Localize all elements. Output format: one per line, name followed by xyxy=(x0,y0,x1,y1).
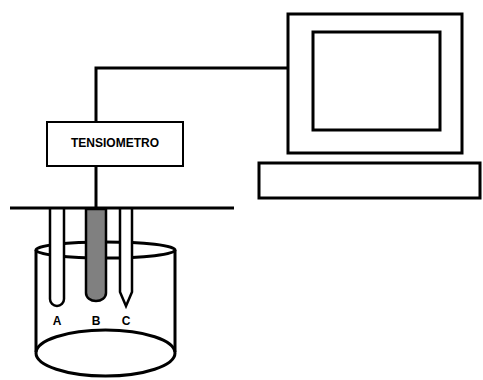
electrode xyxy=(86,209,106,301)
monitor xyxy=(288,14,462,153)
electrode-label: B xyxy=(92,315,101,328)
instrument-box: TENSIOMETRO xyxy=(46,121,184,167)
keyboard xyxy=(259,163,480,198)
cable xyxy=(95,167,98,208)
holder-bar xyxy=(10,207,234,210)
screen xyxy=(313,32,440,130)
electrode xyxy=(120,209,132,306)
electrode-label: A xyxy=(53,315,62,328)
cable xyxy=(96,68,288,121)
instrument-label: TENSIOMETRO xyxy=(71,137,159,150)
electrode xyxy=(50,209,64,306)
electrode-label: C xyxy=(122,315,131,328)
